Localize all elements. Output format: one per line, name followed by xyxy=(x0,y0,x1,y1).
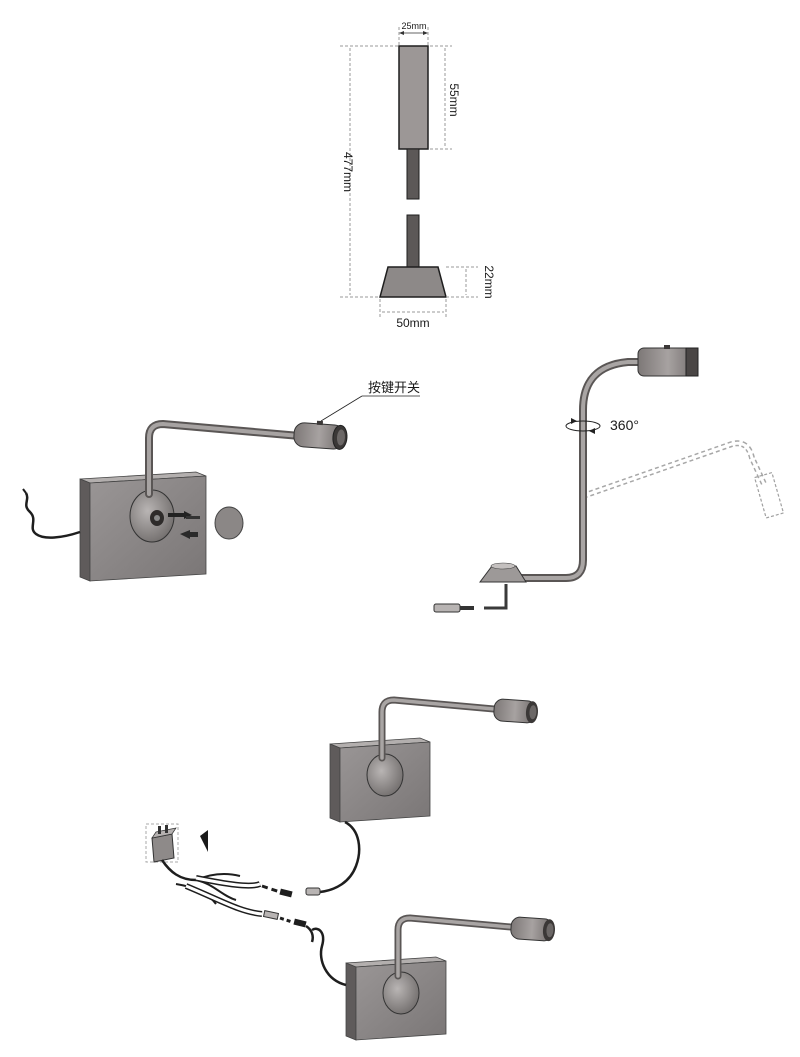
ghost-lamp-head xyxy=(753,471,785,519)
arrow-icon xyxy=(180,530,198,539)
lower-mount xyxy=(382,971,420,1015)
power-cable xyxy=(24,492,81,539)
stem-upper xyxy=(406,148,420,200)
dim-head-height: 55mm xyxy=(447,83,461,116)
arrow-icon xyxy=(200,830,208,852)
cover-cap xyxy=(214,506,244,540)
stem-lower xyxy=(406,214,420,268)
power-adapter-icon xyxy=(145,823,179,863)
button-switch-label: 按键开关 xyxy=(368,381,420,396)
connector-plug xyxy=(279,888,293,898)
wiring-diagram xyxy=(145,696,555,1041)
upper-arm xyxy=(380,698,507,760)
dimension-drawing: 25mm 55mm 477mm 22mm 50mm xyxy=(340,21,496,330)
rotation-arrow-icon xyxy=(565,418,601,434)
upper-mount xyxy=(366,753,404,797)
dim-base-height: 22mm xyxy=(482,265,496,298)
lower-lamp-head xyxy=(510,916,555,942)
connector-plug xyxy=(262,910,280,920)
desk-lamp-rotation-view: 360° xyxy=(433,345,785,613)
dim-head-width: 25mm xyxy=(401,21,426,31)
base-outline xyxy=(379,266,447,298)
lamp-head xyxy=(637,345,699,377)
switch-button-icon xyxy=(316,420,324,426)
lower-arm xyxy=(396,916,524,978)
dim-total-height: 477mm xyxy=(341,152,355,192)
lamp-arm xyxy=(518,360,648,580)
dim-base-width: 50mm xyxy=(396,316,429,330)
connector-plug xyxy=(433,603,461,613)
rotation-label: 360° xyxy=(610,417,639,433)
lamp-arm xyxy=(147,421,302,496)
connector-plug xyxy=(305,887,321,896)
upper-lamp-head xyxy=(493,698,538,724)
lamp-head xyxy=(293,420,348,450)
lamp-head-outline xyxy=(398,45,429,150)
wall-lamp-switch-view: 按键开关 xyxy=(22,381,420,582)
